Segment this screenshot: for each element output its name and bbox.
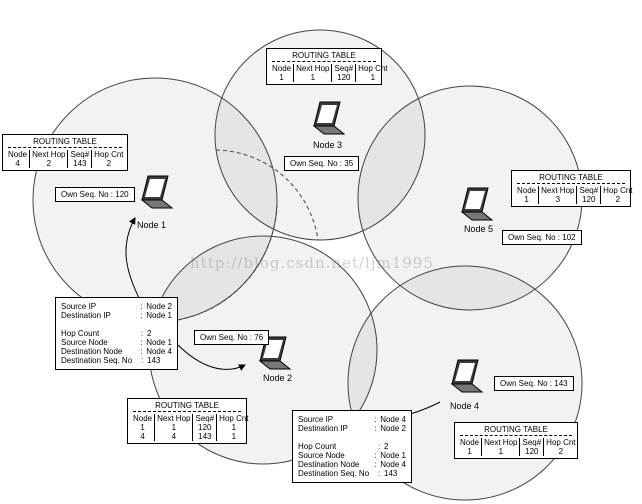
packet-field: Destination Node:Node 4 <box>298 460 406 469</box>
col-seq: Seq# <box>576 186 601 195</box>
routing-table-title: ROUTING TABLE <box>539 173 603 182</box>
cell: 120 <box>331 73 356 82</box>
cell: 1 <box>216 423 251 432</box>
col-seq: Seq# <box>331 64 356 73</box>
col-node: Node <box>133 414 153 423</box>
node2-label: Node 2 <box>263 373 293 383</box>
col-hop-cnt: Hop Cnt <box>600 186 635 195</box>
cell: 2 <box>29 159 68 168</box>
packet-field: Source Node:Node 1 <box>61 338 172 347</box>
col-seq: Seq# <box>519 438 544 447</box>
routing-table-title: ROUTING TABLE <box>33 137 97 146</box>
packet-rrep-4-to-2: Source IP:Node 4 Destination IP:Node 2 H… <box>292 410 412 483</box>
packet-field: Destination Seq. No:143 <box>61 356 161 365</box>
watermark: http://blog.csdn.net/ljm1995 <box>190 254 434 272</box>
cell: 4 <box>154 432 193 441</box>
packet-field: Source IP:Node 4 <box>298 415 406 424</box>
cell: 4 <box>140 432 145 441</box>
packet-field: Hop Count:2 <box>298 442 389 451</box>
col-next-hop: Next Hop <box>481 438 520 447</box>
routing-table-title: ROUTING TABLE <box>484 425 548 434</box>
own-seq-node4: Own Seq. No : 143 <box>494 376 574 391</box>
packet-field: Source IP:Node 2 <box>61 302 172 311</box>
rrep-arrow-to-node1 <box>125 217 141 301</box>
col-next-hop: Next Hop <box>538 186 577 195</box>
col-hop-cnt: Hop Cnt <box>355 64 390 73</box>
col-node: Node <box>272 64 292 73</box>
col-node: Node <box>517 186 537 195</box>
node5-laptop-icon <box>460 187 494 221</box>
col-next-hop: Next Hop <box>154 414 193 423</box>
packet-field: Destination IP:Node 2 <box>298 424 406 433</box>
packet-field: Destination Seq. No:143 <box>298 469 398 478</box>
packet-field: Destination IP:Node 1 <box>61 311 172 320</box>
routing-table-title: ROUTING TABLE <box>292 51 356 60</box>
cell: 1 <box>216 432 251 441</box>
cell: 120 <box>192 423 217 432</box>
node4-laptop-icon <box>450 359 484 393</box>
routing-table-title: ROUTING TABLE <box>155 401 219 410</box>
cell: 4 <box>15 159 20 168</box>
col-hop-cnt: Hop Cnt <box>543 438 578 447</box>
col-hop-cnt: Hop Cnt <box>216 414 251 423</box>
own-seq-node2: Own Seq. No : 76 <box>194 330 270 345</box>
col-seq: Seq# <box>192 414 217 423</box>
rrep-arrow-to-node2 <box>174 341 246 371</box>
cell: 1 <box>279 73 284 82</box>
packet-field: Source Node:Node 1 <box>298 451 406 460</box>
cell: 1 <box>140 423 145 432</box>
own-seq-node3: Own Seq. No : 35 <box>284 156 360 171</box>
node5-label: Node 5 <box>464 224 494 234</box>
packet-field: Hop Count:2 <box>61 329 152 338</box>
col-next-hop: Next Hop <box>293 64 332 73</box>
col-node: Node <box>8 150 28 159</box>
own-seq-node5: Own Seq. No : 102 <box>502 230 582 245</box>
cell: 120 <box>576 195 601 204</box>
cell: 143 <box>67 159 92 168</box>
cell: 1 <box>481 447 520 456</box>
cell: 3 <box>538 195 577 204</box>
cell: 1 <box>293 73 332 82</box>
node1-label: Node 1 <box>137 220 167 230</box>
cell: 2 <box>543 447 578 456</box>
overlap-arc-node3 <box>215 149 319 241</box>
node3-laptop-icon <box>312 101 346 135</box>
packet-rrep-2-to-1: Source IP:Node 2 Destination IP:Node 1 H… <box>55 297 178 370</box>
cell: 2 <box>91 159 126 168</box>
col-next-hop: Next Hop <box>29 150 68 159</box>
node4-label: Node 4 <box>450 401 480 411</box>
packet-field: Destination Node:Node 4 <box>61 347 172 356</box>
col-seq: Seq# <box>67 150 92 159</box>
cell: 1 <box>355 73 390 82</box>
node3-label: Node 3 <box>313 140 343 150</box>
cell: 1 <box>154 423 193 432</box>
cell: 143 <box>192 432 217 441</box>
own-seq-node1: Own Seq. No : 120 <box>55 187 135 202</box>
col-hop-cnt: Hop Cnt <box>91 150 126 159</box>
node1-laptop-icon <box>140 175 174 209</box>
col-node: Node <box>460 438 480 447</box>
cell: 120 <box>519 447 544 456</box>
cell: 1 <box>467 447 472 456</box>
cell: 1 <box>524 195 529 204</box>
cell: 2 <box>600 195 635 204</box>
